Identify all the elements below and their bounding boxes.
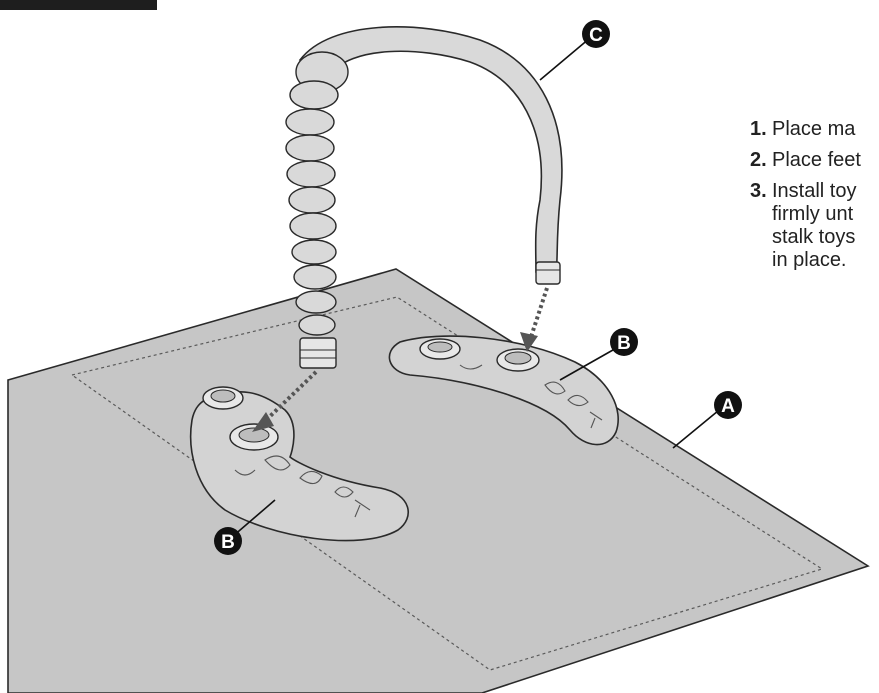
callout-c: C: [582, 20, 610, 48]
callout-b-left: B: [214, 527, 242, 555]
step-text-line: firmly unt: [772, 203, 854, 225]
step-text: Place feet: [772, 149, 861, 171]
step-3: 3.Install toy firmly unt stalk toys in p…: [750, 180, 879, 272]
step-number: 3.: [750, 180, 767, 202]
right-foot: [388, 335, 619, 446]
step-2: 2.Place feet: [750, 149, 879, 172]
left-foot: [189, 386, 409, 542]
callout-a: A: [714, 391, 742, 419]
svg-text:B: B: [617, 333, 631, 354]
step-1: 1.Place ma: [750, 118, 879, 141]
step-text-line: stalk toys: [772, 226, 856, 248]
instruction-steps: 1.Place ma 2.Place feet 3.Install toy fi…: [750, 118, 879, 280]
header-bar: [0, 0, 157, 10]
insert-arrows: [252, 287, 549, 432]
svg-text:C: C: [589, 25, 603, 46]
svg-text:B: B: [221, 532, 235, 553]
step-number: 1.: [750, 118, 767, 140]
callout-b-right: B: [610, 328, 638, 356]
play-mat: [7, 268, 870, 693]
toy-stalk: [285, 26, 563, 369]
step-text-line: in place.: [772, 249, 847, 271]
leader-lines: [231, 37, 725, 538]
step-number: 2.: [750, 149, 767, 171]
svg-text:A: A: [721, 396, 735, 417]
step-text: Place ma: [772, 118, 856, 140]
step-text-line: Install toy: [772, 180, 857, 202]
